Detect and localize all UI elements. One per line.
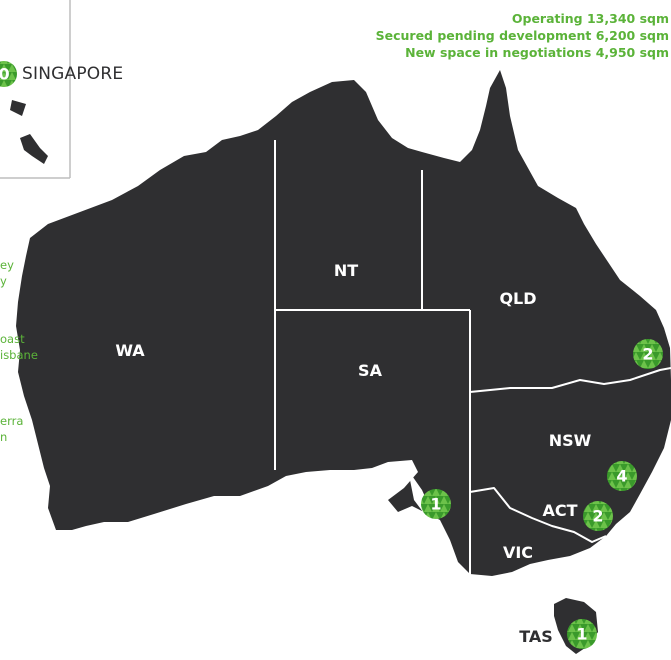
state-label-vic: VIC bbox=[503, 543, 533, 562]
side-fragment-3: oast bbox=[0, 332, 25, 346]
state-label-nsw: NSW bbox=[549, 431, 592, 450]
singapore-label: SINGAPORE bbox=[22, 64, 124, 84]
marker-sa[interactable]: 1 bbox=[421, 489, 451, 519]
singapore-inset bbox=[0, 0, 71, 179]
marker-act-count: 2 bbox=[592, 507, 603, 526]
legend-secured: Secured pending development 6,200 sqm bbox=[375, 28, 669, 43]
marker-qld[interactable]: 2 bbox=[633, 339, 663, 369]
australia-mainland bbox=[16, 70, 671, 576]
side-fragment-5: erra bbox=[0, 414, 24, 428]
marker-nsw-count: 4 bbox=[616, 467, 627, 486]
side-fragment-1: ey bbox=[0, 258, 14, 272]
legend: Operating 13,340 sqm Secured pending dev… bbox=[376, 10, 669, 61]
side-fragment-4: isbane bbox=[0, 348, 38, 362]
state-borders bbox=[274, 140, 671, 576]
marker-tas-count: 1 bbox=[576, 625, 587, 644]
marker-singapore-count: 0 bbox=[0, 65, 10, 84]
singapore-island-small bbox=[10, 100, 26, 116]
legend-operating: Operating 13,340 sqm bbox=[511, 11, 669, 26]
marker-singapore[interactable]: 0 bbox=[0, 61, 17, 87]
state-label-qld: QLD bbox=[499, 289, 536, 308]
state-label-tas: TAS bbox=[519, 627, 553, 646]
marker-act[interactable]: 2 bbox=[583, 501, 613, 531]
state-label-act: ACT bbox=[542, 501, 577, 520]
marker-sa-count: 1 bbox=[430, 495, 441, 514]
state-label-wa: WA bbox=[115, 341, 145, 360]
singapore-island-large bbox=[20, 134, 48, 164]
marker-nsw[interactable]: 4 bbox=[607, 461, 637, 491]
side-fragment-6: n bbox=[0, 430, 8, 444]
state-label-sa: SA bbox=[358, 361, 383, 380]
state-label-nt: NT bbox=[334, 261, 358, 280]
legend-negotiations: New space in negotiations 4,950 sqm bbox=[405, 45, 669, 60]
marker-tas[interactable]: 1 bbox=[567, 619, 597, 649]
marker-qld-count: 2 bbox=[642, 345, 653, 364]
side-fragment-2: y bbox=[0, 274, 7, 288]
